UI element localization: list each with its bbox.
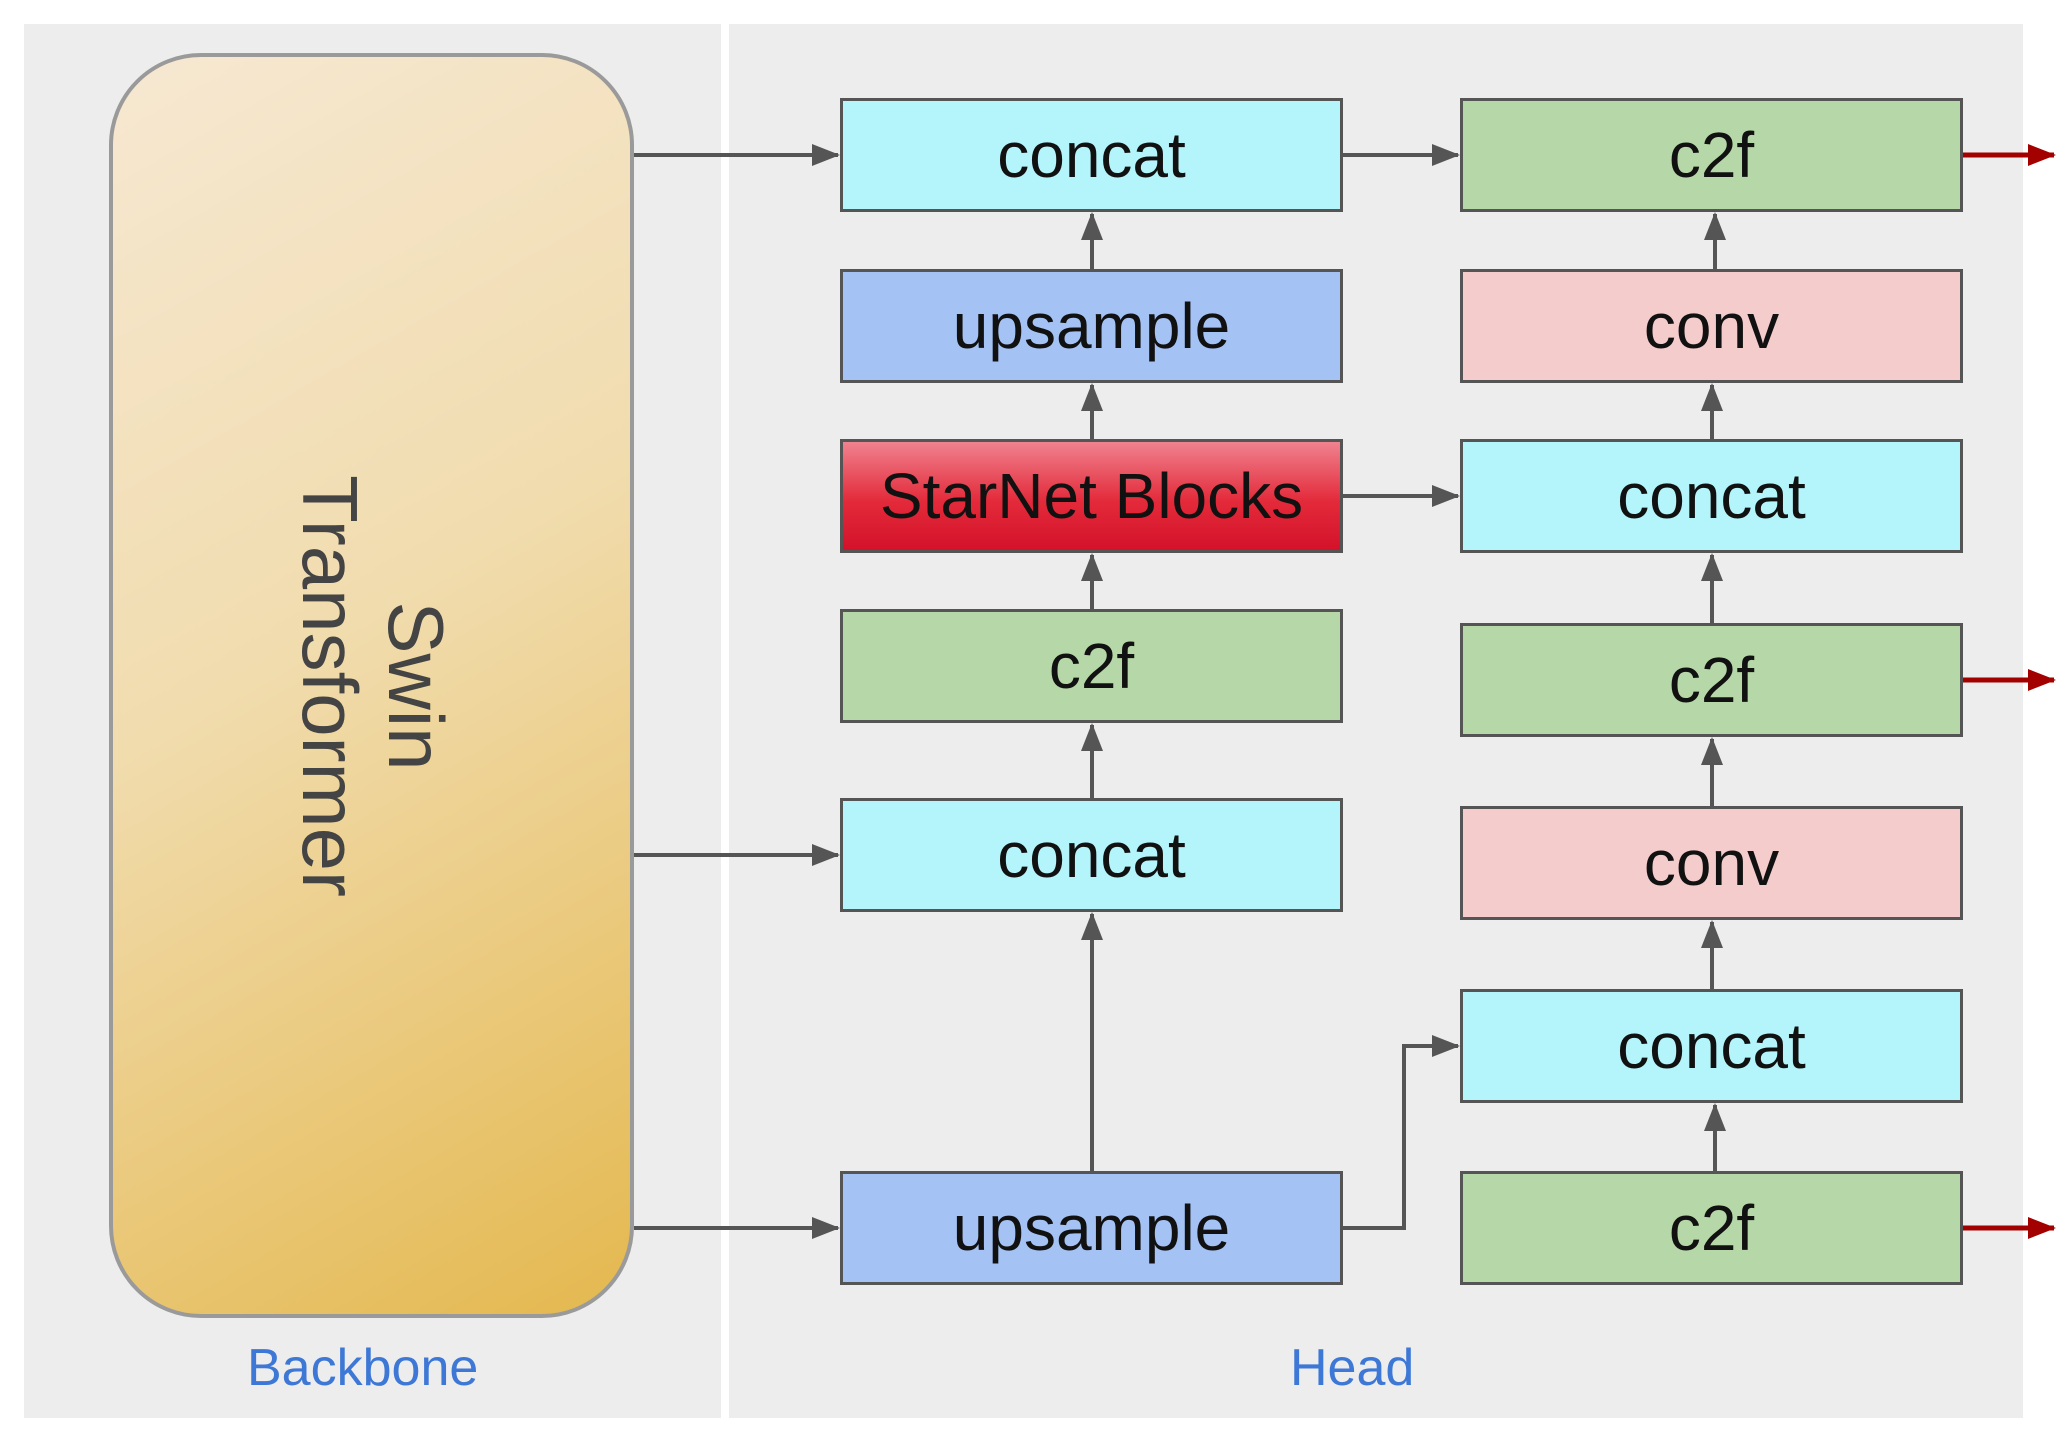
c2f-block-c2-top: c2f (1460, 98, 1963, 212)
c2f-block-c1: c2f (840, 609, 1343, 723)
concat-block-c1-top: concat (840, 98, 1343, 212)
conv-block-c2-lower: conv (1460, 806, 1963, 920)
arrow-upsample-to-concat-lower (1343, 1035, 1460, 1230)
concat-block-c1-mid: concat (840, 798, 1343, 912)
swin-transformer-block: Swin Transformer (109, 53, 634, 1318)
upsample-block-c1-bottom: upsample (840, 1171, 1343, 1285)
concat-block-c2-upper: concat (1460, 439, 1963, 553)
upsample-block-c1-top: upsample (840, 269, 1343, 383)
concat-block-c2-lower: concat (1460, 989, 1963, 1103)
head-label: Head (1290, 1339, 1415, 1397)
starnet-blocks: StarNet Blocks (840, 439, 1343, 553)
c2f-block-c2-bottom: c2f (1460, 1171, 1963, 1285)
backbone-label: Backbone (247, 1339, 479, 1397)
c2f-block-c2-mid: c2f (1460, 623, 1963, 737)
conv-block-c2-top: conv (1460, 269, 1963, 383)
